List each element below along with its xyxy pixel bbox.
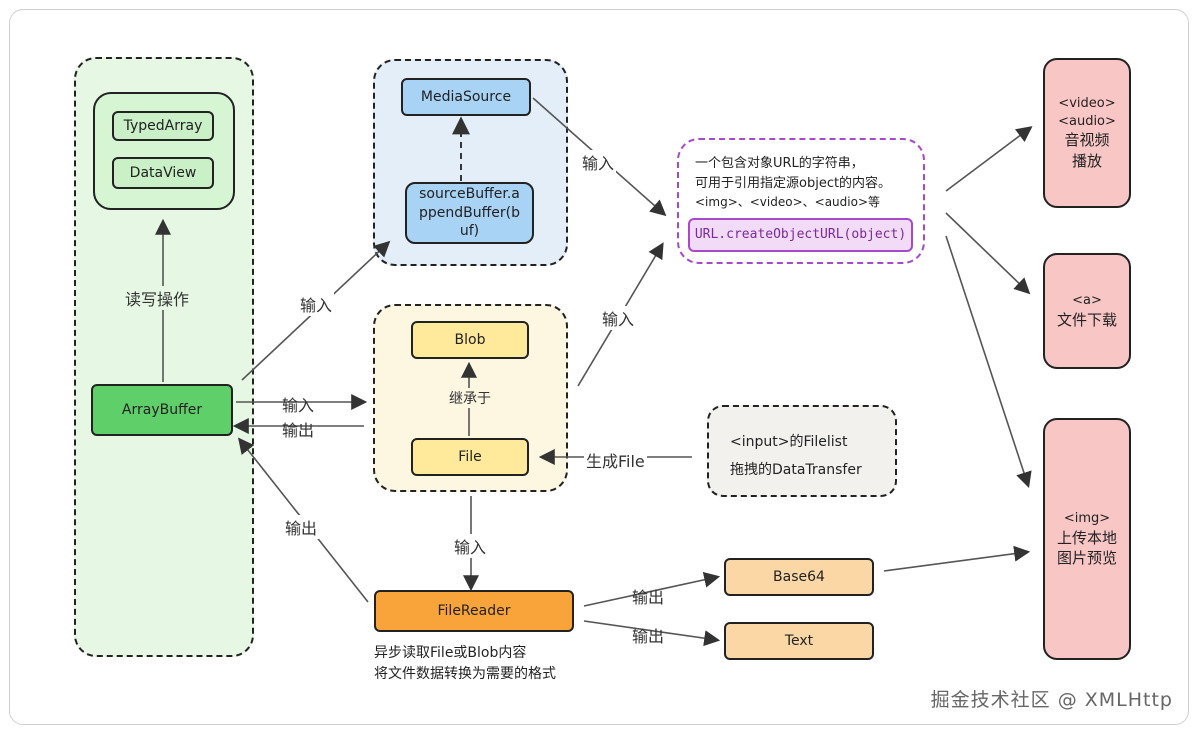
file-reader-description: 异步读取File或Blob内容 将文件数据转换为需要的格式 xyxy=(374,643,556,685)
output-label-blob: 输出 xyxy=(282,421,315,440)
object-url-description: 一个包含对象URL的字符串， 可用于引用指定源object的内容。 <img>、… xyxy=(695,154,891,211)
reader-desc-line1: 异步读取File或Blob内容 xyxy=(374,645,527,661)
watermark: 掘金技术社区 @ XMLHttp xyxy=(930,689,1173,711)
video-audio-node: <video> <audio> 音视频 播放 xyxy=(1043,58,1131,208)
object-url-desc-line1: 一个包含对象URL的字符串， xyxy=(695,156,864,171)
media-source-node: MediaSource xyxy=(401,78,531,116)
inherit-label: 继承于 xyxy=(447,388,493,408)
array-buffer-node: ArrayBuffer xyxy=(91,384,233,436)
object-url-node: URL.createObjectURL(object) xyxy=(688,218,913,252)
blob-node: Blob xyxy=(411,321,529,359)
a-download-node: <a> 文件下载 xyxy=(1043,253,1131,369)
input-source-text: <input>的Filelist 拖拽的DataTransfer xyxy=(730,428,862,484)
data-view-node: DataView xyxy=(112,157,214,189)
input-label-mediasource: 输入 xyxy=(298,292,335,316)
typed-array-node: TypedArray xyxy=(112,111,214,141)
object-url-desc-line3: <img>、<video>、<audio>等 xyxy=(695,195,880,209)
file-node: File xyxy=(411,438,529,476)
read-write-label: 读写操作 xyxy=(123,286,192,310)
output-label-reader: 输出 xyxy=(283,515,320,539)
input-label-blob-url: 输入 xyxy=(600,306,637,330)
object-url-desc-line2: 可用于引用指定源object的内容。 xyxy=(695,175,892,191)
input-source-group xyxy=(707,405,897,497)
input-label-mediasource-url: 输入 xyxy=(580,150,617,174)
input-filelist-text: <input>的Filelist xyxy=(730,434,848,450)
output-label-base64: 输出 xyxy=(632,588,665,607)
generate-file-label: 生成File xyxy=(584,448,647,472)
input-label-reader: 输入 xyxy=(452,534,489,558)
output-label-text: 输出 xyxy=(632,627,665,646)
base64-node: Base64 xyxy=(724,558,874,596)
file-reader-node: FileReader xyxy=(374,590,574,632)
reader-desc-line2: 将文件数据转换为需要的格式 xyxy=(374,666,556,682)
text-node: Text xyxy=(724,622,874,660)
input-label-blob: 输入 xyxy=(282,396,315,415)
drag-datatransfer-text: 拖拽的DataTransfer xyxy=(730,462,862,478)
source-buffer-node: sourceBuffer.appendBuffer(buf) xyxy=(405,182,534,244)
img-preview-node: <img> 上传本地 图片预览 xyxy=(1043,418,1131,660)
